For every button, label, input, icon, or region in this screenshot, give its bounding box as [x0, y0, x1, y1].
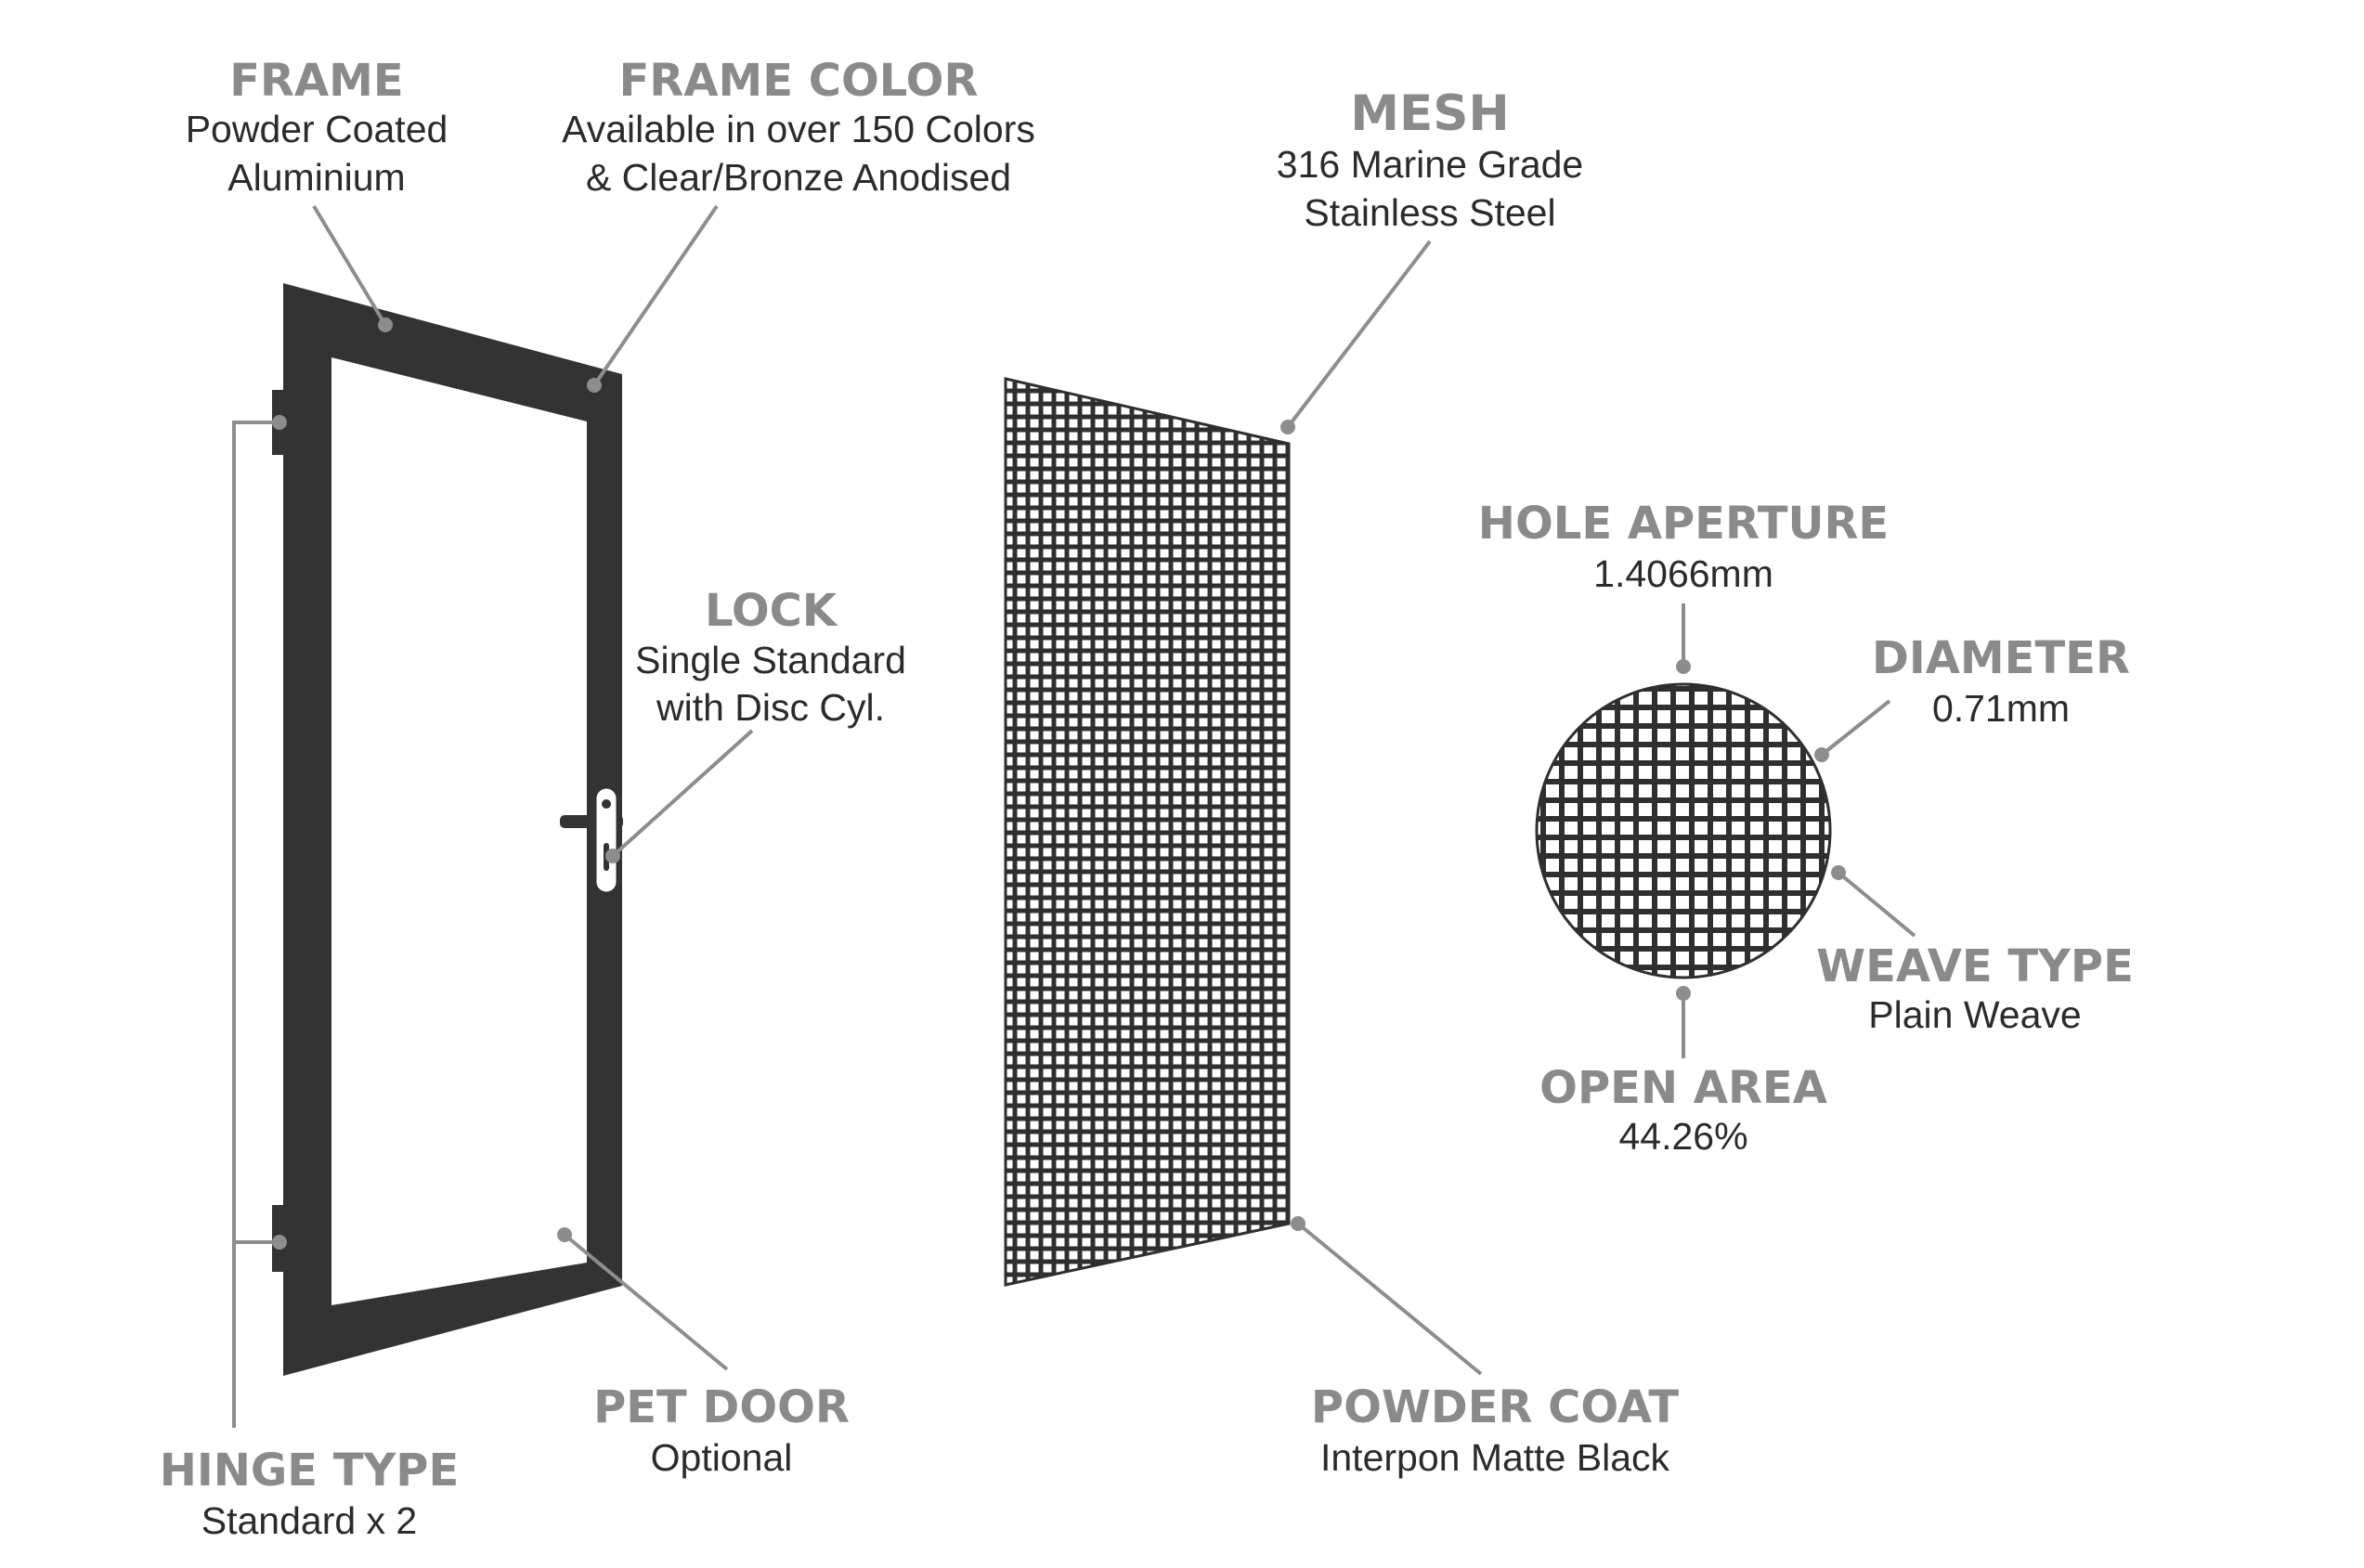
mesh-detail-circle: [1535, 682, 1832, 979]
label-lock-line1: Single Standard: [635, 639, 906, 681]
label-frame-color: FRAME COLOR Available in over 150 Colors…: [562, 55, 1035, 199]
label-lock: LOCK Single Standard with Disc Cyl.: [635, 585, 906, 729]
label-weave-type-title: WEAVE TYPE: [1816, 940, 2134, 992]
label-powder-coat-title: POWDER COAT: [1311, 1381, 1679, 1433]
label-open-area-title: OPEN AREA: [1539, 1062, 1827, 1114]
leader-weave-type: [1837, 871, 1916, 938]
label-frame-line2: Aluminium: [227, 156, 405, 199]
label-hinge-type: HINGE TYPE Standard x 2: [160, 1445, 460, 1542]
leader-hinge-type: [232, 421, 279, 1428]
leader-dot-hinge-top: [272, 415, 287, 430]
label-pet-door: PET DOOR Optional: [593, 1381, 850, 1479]
leader-diameter: [1820, 699, 1891, 757]
label-weave-type: WEAVE TYPE Plain Weave: [1816, 940, 2134, 1036]
label-powder-coat: POWDER COAT Interpon Matte Black: [1311, 1381, 1679, 1479]
leader-dot-lock: [605, 849, 620, 863]
leader-dot-hole-aperture: [1676, 659, 1691, 674]
label-lock-title: LOCK: [705, 585, 838, 637]
label-powder-coat-line1: Interpon Matte Black: [1320, 1436, 1670, 1479]
label-mesh-line2: Stainless Steel: [1304, 191, 1555, 234]
leader-frame-color: [592, 204, 719, 387]
leader-dot-mesh: [1280, 420, 1295, 434]
door-frame: [272, 283, 622, 1376]
label-hinge-type-title: HINGE TYPE: [160, 1445, 460, 1497]
leader-dot-frame-color: [587, 378, 602, 393]
label-pet-door-line1: Optional: [651, 1436, 793, 1479]
label-open-area: OPEN AREA 44.26%: [1539, 1062, 1827, 1158]
leader-dot-open-area: [1676, 986, 1691, 1001]
label-diameter: DIAMETER 0.71mm: [1872, 632, 2130, 730]
label-hole-aperture: HOLE APERTURE 1.4066mm: [1478, 498, 1889, 595]
label-open-area-line1: 44.26%: [1618, 1115, 1747, 1158]
leader-dot-powder-coat: [1291, 1216, 1305, 1231]
leader-pet-door: [563, 1233, 729, 1371]
label-hole-aperture-line1: 1.4066mm: [1593, 552, 1773, 595]
leader-mesh: [1286, 240, 1432, 429]
label-mesh: MESH 316 Marine Grade Stainless Steel: [1277, 85, 1583, 234]
leader-lines: [232, 204, 1916, 1428]
label-frame-color-title: FRAME COLOR: [619, 55, 979, 107]
lock-handle: [560, 785, 623, 895]
label-hinge-type-line1: Standard x 2: [201, 1499, 418, 1542]
label-hole-aperture-title: HOLE APERTURE: [1478, 498, 1889, 550]
label-weave-type-line1: Plain Weave: [1868, 993, 2081, 1036]
label-frame-title: FRAME: [229, 55, 403, 107]
label-mesh-line1: 316 Marine Grade: [1277, 143, 1583, 186]
label-mesh-title: MESH: [1350, 85, 1509, 142]
label-diameter-line1: 0.71mm: [1932, 687, 2070, 730]
leader-dot-diameter: [1814, 747, 1829, 762]
label-lock-line2: with Disc Cyl.: [656, 686, 885, 729]
leader-dot-weave-type: [1831, 865, 1846, 880]
label-diameter-title: DIAMETER: [1872, 632, 2130, 684]
leader-dot-frame: [378, 317, 393, 332]
leader-lock: [611, 729, 754, 858]
label-frame-color-line1: Available in over 150 Colors: [562, 108, 1035, 150]
label-pet-door-title: PET DOOR: [593, 1381, 850, 1433]
leader-frame: [312, 204, 387, 327]
leader-dot-pet-door: [557, 1227, 572, 1242]
label-frame-line1: Powder Coated: [186, 108, 448, 150]
label-frame-color-line2: & Clear/Bronze Anodised: [586, 156, 1011, 199]
mesh-panel: [1004, 377, 1291, 1287]
label-frame: FRAME Powder Coated Aluminium: [186, 55, 448, 199]
leader-powder-coat: [1296, 1222, 1483, 1376]
leader-dot-hinge-bottom: [272, 1235, 287, 1250]
